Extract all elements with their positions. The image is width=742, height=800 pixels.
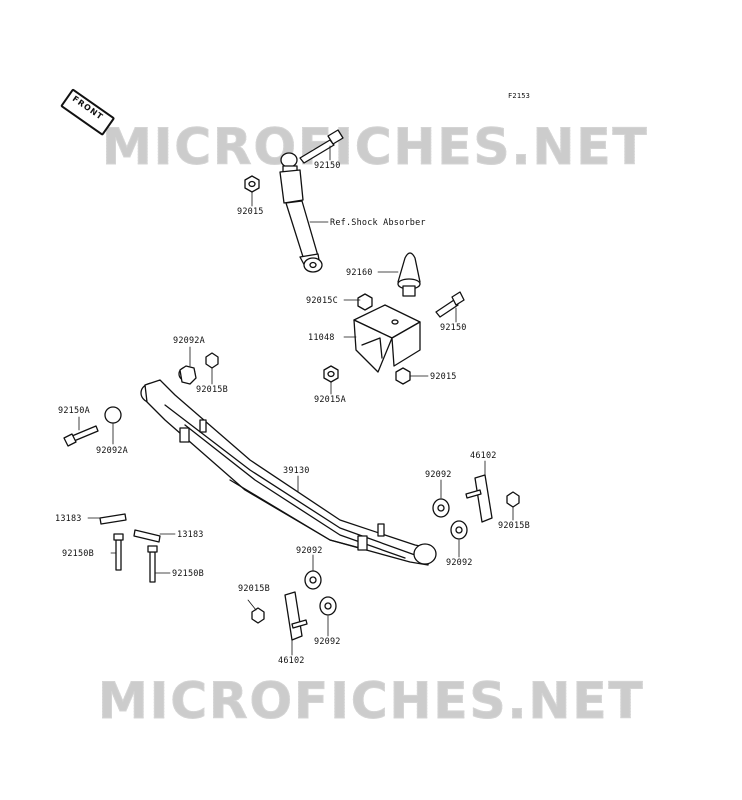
bolt-92150-top <box>299 129 344 164</box>
label-92015B-right: 92015B <box>498 521 530 531</box>
bushing-92092-right-2 <box>450 520 468 540</box>
bolt-92150B-left <box>113 533 124 571</box>
bolt-92150-mid <box>435 291 465 318</box>
label-46102-bottom: 46102 <box>278 656 305 666</box>
label-92092-right-1: 92092 <box>425 470 452 480</box>
bracket-11048 <box>353 304 421 373</box>
label-92092-center-1: 92092 <box>296 546 323 556</box>
label-92015B-bottom: 92015B <box>238 584 270 594</box>
bushing-92092A-top <box>178 365 197 385</box>
label-92015A: 92015A <box>314 395 346 405</box>
shock-absorber <box>279 152 323 273</box>
label-11048: 11048 <box>308 333 335 343</box>
bolt-92150A <box>63 425 99 447</box>
label-92150A: 92150A <box>58 406 90 416</box>
watermark-top: MICROFICHES.NET <box>102 118 649 177</box>
label-92160: 92160 <box>346 268 373 278</box>
label-92092-center-2: 92092 <box>314 637 341 647</box>
bolt-92150B-right <box>147 545 158 583</box>
nut-92015A <box>323 365 339 383</box>
label-92092A-bottom: 92092A <box>96 446 128 456</box>
bushing-92092A-bottom <box>104 406 122 424</box>
label-92015-top: 92015 <box>237 207 264 217</box>
nut-92015B-left <box>205 352 219 369</box>
leaf-spring-39130 <box>140 379 437 566</box>
label-13183-left: 13183 <box>55 514 82 524</box>
shackle-46102-top <box>465 474 493 523</box>
bushing-92092-center-2 <box>319 596 337 616</box>
label-39130: 39130 <box>283 466 310 476</box>
bushing-92092-right-1 <box>432 498 450 518</box>
leader-lines <box>78 145 514 656</box>
pin-13183-left <box>99 513 127 525</box>
label-92150B-right: 92150B <box>172 569 204 579</box>
label-92092-right-2: 92092 <box>446 558 473 568</box>
label-92150-top: 92150 <box>314 161 341 171</box>
label-92015-mid: 92015 <box>430 372 457 382</box>
nut-92015-mid <box>395 367 411 385</box>
nut-92015-top <box>244 175 260 193</box>
nut-92015B-bottom <box>251 607 265 624</box>
label-13183-right: 13183 <box>177 530 204 540</box>
label-92015C: 92015C <box>306 296 338 306</box>
bushing-92092-center-1 <box>304 570 322 590</box>
label-92015B-left: 92015B <box>196 385 228 395</box>
watermark-bottom: MICROFICHES.NET <box>98 672 645 731</box>
nut-92015C <box>357 293 373 311</box>
label-92092A-top: 92092A <box>173 336 205 346</box>
figure-code: F2153 <box>508 92 531 100</box>
pin-13183-right <box>133 529 161 543</box>
label-92150-mid: 92150 <box>440 323 467 333</box>
label-ref-shock-absorber: Ref.Shock Absorber <box>330 218 426 228</box>
label-92150B-left: 92150B <box>62 549 94 559</box>
bump-stop-92160 <box>397 252 421 297</box>
nut-92015B-right <box>506 491 520 508</box>
shackle-46102-bottom <box>284 591 308 641</box>
label-46102-top: 46102 <box>470 451 497 461</box>
